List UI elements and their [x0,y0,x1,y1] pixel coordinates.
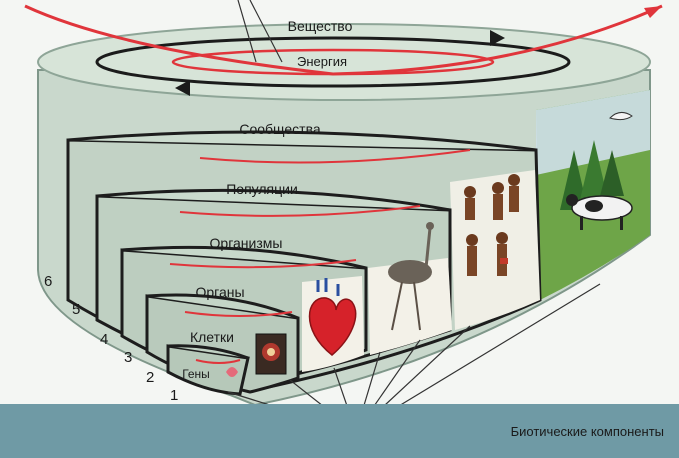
tree-icon [560,150,588,210]
energy-label: Энергия [297,54,347,69]
cell-icon [255,333,287,375]
matter-label: Вещество [288,18,353,34]
level-5-label: Популяции [226,181,298,197]
level-2-label: Клетки [190,329,234,345]
level-4-label: Организмы [210,235,283,251]
pointer-lines-top [237,0,283,63]
level-4-number: 4 [100,331,108,348]
tree-icon [600,150,624,196]
level-1-number: 1 [170,387,178,404]
level-3-number: 3 [124,349,132,366]
sky-area [536,90,650,175]
footer-caption: Биотические компоненты [511,424,664,439]
level-1-label: Гены [182,367,210,381]
level-6-label: Сообщества [239,121,321,137]
ostrich-panel [368,222,452,355]
footer-bar [0,404,679,458]
level-6-number: 6 [44,273,52,290]
cow-icon [566,194,633,230]
matter-cycle-ring [95,36,571,88]
heart-icon [302,276,364,372]
level-2-number: 2 [146,369,154,386]
level-5-number: 5 [72,301,80,318]
energy-flow-arrow [24,4,663,76]
level-1-cylinder [166,344,250,396]
tree-icon [580,140,608,200]
level-3-label: Органы [195,284,244,300]
dna-icon [226,367,238,377]
arrowhead-icon [644,6,662,18]
arrowhead-icon [490,30,505,46]
arrowhead-icon [175,80,190,96]
bird-icon [609,112,633,121]
flow-arrows [169,149,471,364]
people-panel [450,170,540,330]
